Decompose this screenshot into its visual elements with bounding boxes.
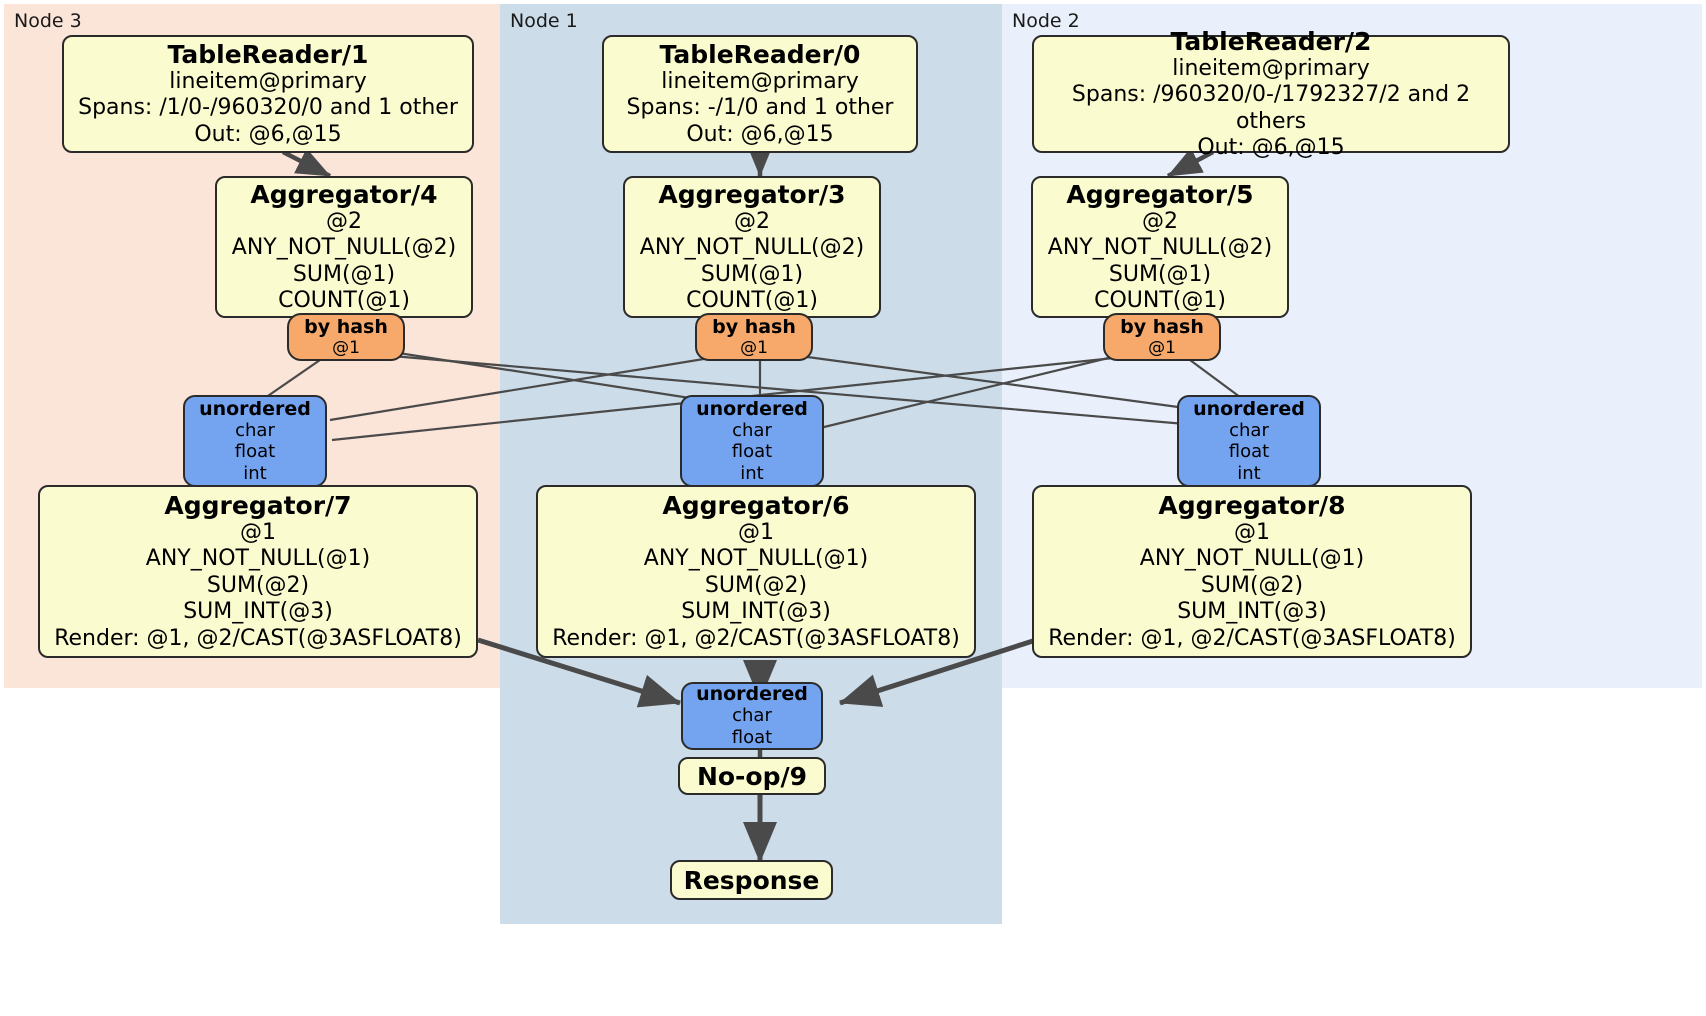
node-line: ANY_NOT_NULL(@1) xyxy=(145,546,371,572)
panel-label-node-2: Node 2 xyxy=(1012,10,1080,32)
node-line: Out: @6,@15 xyxy=(686,121,834,147)
receiver-unordered-node-3[interactable]: unordered char float int xyxy=(183,395,327,487)
node-render-line: Render: @1, @2/CAST(@3ASFLOAT8) xyxy=(552,625,960,651)
receiver-line: int xyxy=(243,462,267,484)
no-op-9[interactable]: No-op/9 xyxy=(678,757,826,795)
node-title: Aggregator/5 xyxy=(1066,179,1254,209)
receiver-unordered-node-2[interactable]: unordered char float int xyxy=(1177,395,1321,487)
receiver-line: float xyxy=(731,441,773,463)
node-title: Aggregator/4 xyxy=(250,179,438,209)
node-line: SUM_INT(@3) xyxy=(1177,599,1327,625)
receiver-title: unordered xyxy=(1193,397,1305,420)
node-title: No-op/9 xyxy=(696,761,808,791)
node-line: COUNT(@1) xyxy=(686,287,818,313)
aggregator-6[interactable]: Aggregator/6 @1 ANY_NOT_NULL(@1) SUM(@2)… xyxy=(536,485,976,658)
receiver-line: float xyxy=(1228,441,1270,463)
node-line: lineitem@primary xyxy=(661,68,859,94)
aggregator-4[interactable]: Aggregator/4 @2 ANY_NOT_NULL(@2) SUM(@1)… xyxy=(215,176,473,318)
node-render-line: Render: @1, @2/CAST(@3ASFLOAT8) xyxy=(54,625,462,651)
receiver-line: float xyxy=(731,727,773,749)
router-line: @1 xyxy=(332,337,360,358)
node-line: @2 xyxy=(326,208,362,234)
response-node[interactable]: Response xyxy=(670,860,833,900)
table-reader-1[interactable]: TableReader/1 lineitem@primary Spans: /1… xyxy=(62,35,474,153)
node-line: SUM(@1) xyxy=(700,261,804,287)
node-line: @2 xyxy=(734,208,770,234)
node-line: Out: @6,@15 xyxy=(1197,134,1345,160)
node-line: ANY_NOT_NULL(@2) xyxy=(231,235,457,261)
node-line: @2 xyxy=(1142,208,1178,234)
aggregator-5[interactable]: Aggregator/5 @2 ANY_NOT_NULL(@2) SUM(@1)… xyxy=(1031,176,1289,318)
node-title: TableReader/0 xyxy=(659,39,861,69)
node-line: lineitem@primary xyxy=(169,68,367,94)
node-line: @1 xyxy=(1234,520,1270,546)
node-line: lineitem@primary xyxy=(1172,55,1370,81)
node-line: @1 xyxy=(240,520,276,546)
router-line: @1 xyxy=(1148,337,1176,358)
panel-label-node-1: Node 1 xyxy=(510,10,578,32)
node-line: @1 xyxy=(738,520,774,546)
receiver-line: char xyxy=(732,705,772,727)
node-title: Aggregator/6 xyxy=(662,491,850,521)
router-title: by hash xyxy=(1120,315,1204,338)
node-line: SUM_INT(@3) xyxy=(183,599,333,625)
aggregator-8[interactable]: Aggregator/8 @1 ANY_NOT_NULL(@1) SUM(@2)… xyxy=(1032,485,1472,658)
node-title: Aggregator/8 xyxy=(1158,491,1346,521)
node-line: Out: @6,@15 xyxy=(194,121,342,147)
receiver-line: int xyxy=(1237,462,1261,484)
router-by-hash-node-1[interactable]: by hash @1 xyxy=(695,313,813,361)
node-line: SUM(@1) xyxy=(292,261,396,287)
receiver-unordered-final[interactable]: unordered char float xyxy=(681,682,823,750)
node-line: SUM(@2) xyxy=(206,572,310,598)
node-line: ANY_NOT_NULL(@1) xyxy=(643,546,869,572)
node-line: Spans: /960320/0-/1792327/2 and 2 others xyxy=(1071,82,1471,134)
router-title: by hash xyxy=(712,315,796,338)
table-reader-2[interactable]: TableReader/2 lineitem@primary Spans: /9… xyxy=(1032,27,1510,160)
router-by-hash-node-3[interactable]: by hash @1 xyxy=(287,313,405,361)
receiver-line: float xyxy=(234,441,276,463)
node-line: SUM(@2) xyxy=(1200,572,1304,598)
aggregator-3[interactable]: Aggregator/3 @2 ANY_NOT_NULL(@2) SUM(@1)… xyxy=(623,176,881,318)
node-line: SUM(@2) xyxy=(704,572,808,598)
receiver-line: int xyxy=(740,462,764,484)
node-title: TableReader/2 xyxy=(1170,26,1372,56)
router-by-hash-node-2[interactable]: by hash @1 xyxy=(1103,313,1221,361)
receiver-line: char xyxy=(732,419,772,441)
node-line: Spans: -/1/0 and 1 other xyxy=(626,95,894,121)
node-render-line: Render: @1, @2/CAST(@3ASFLOAT8) xyxy=(1048,625,1456,651)
node-line: ANY_NOT_NULL(@2) xyxy=(1047,235,1273,261)
panel-label-node-3: Node 3 xyxy=(14,10,82,32)
node-line: COUNT(@1) xyxy=(278,287,410,313)
node-line: COUNT(@1) xyxy=(1094,287,1226,313)
node-line: Spans: /1/0-/960320/0 and 1 other xyxy=(78,95,458,121)
node-title: Aggregator/7 xyxy=(164,491,352,521)
receiver-title: unordered xyxy=(696,397,808,420)
node-line: ANY_NOT_NULL(@1) xyxy=(1139,546,1365,572)
node-title: TableReader/1 xyxy=(167,39,369,69)
receiver-line: char xyxy=(1229,419,1269,441)
node-title: Response xyxy=(683,865,820,895)
receiver-title: unordered xyxy=(199,397,311,420)
node-line: ANY_NOT_NULL(@2) xyxy=(639,235,865,261)
receiver-title: unordered xyxy=(696,683,808,706)
receiver-line: char xyxy=(235,419,275,441)
node-line: SUM_INT(@3) xyxy=(681,599,831,625)
receiver-unordered-node-1[interactable]: unordered char float int xyxy=(680,395,824,487)
node-title: Aggregator/3 xyxy=(658,179,846,209)
aggregator-7[interactable]: Aggregator/7 @1 ANY_NOT_NULL(@1) SUM(@2)… xyxy=(38,485,478,658)
node-line: SUM(@1) xyxy=(1108,261,1212,287)
router-line: @1 xyxy=(740,337,768,358)
table-reader-0[interactable]: TableReader/0 lineitem@primary Spans: -/… xyxy=(602,35,918,153)
router-title: by hash xyxy=(304,315,388,338)
